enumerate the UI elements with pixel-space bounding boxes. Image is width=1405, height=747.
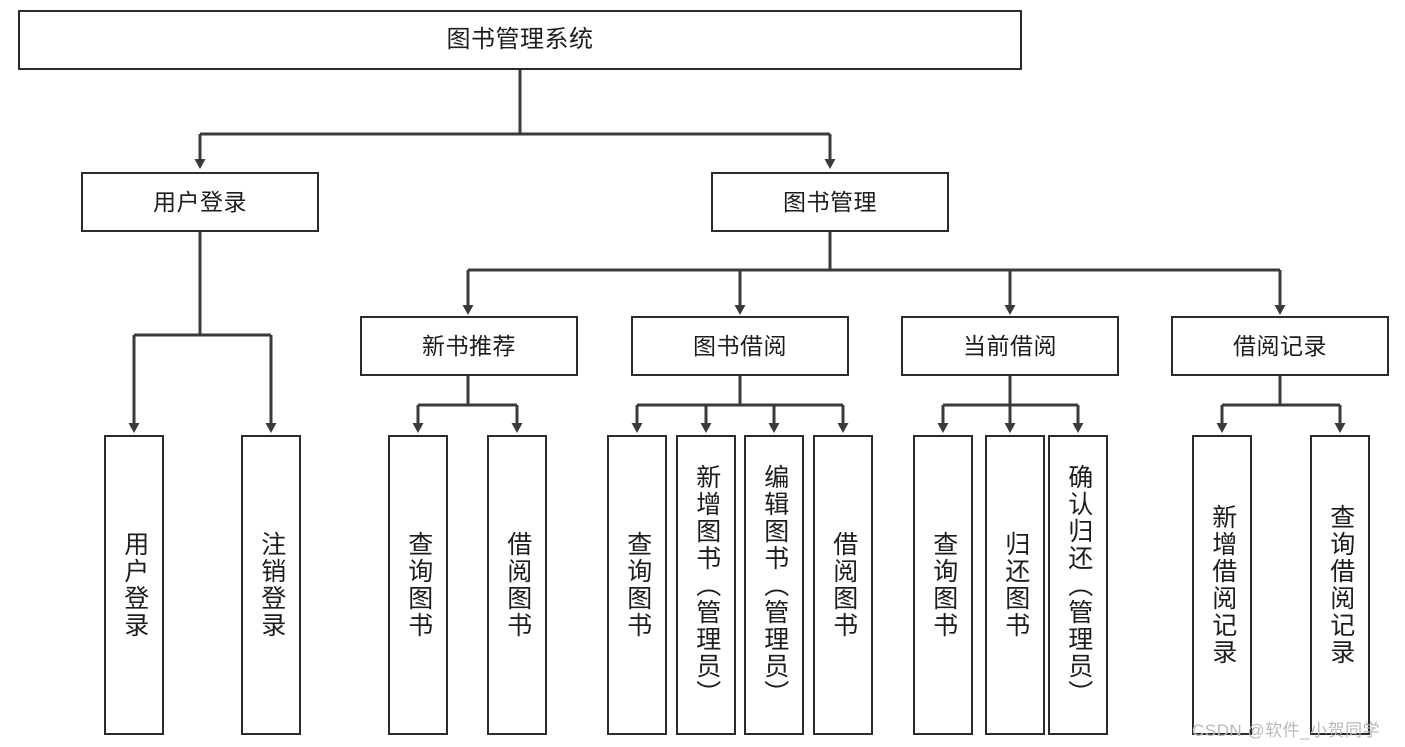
node-root-label: 图书管理系统 (446, 26, 594, 54)
leaf-confirm-return[interactable]: 确认归还（管理员） (1048, 435, 1108, 735)
node-new-book-recommend[interactable]: 新书推荐 (360, 316, 578, 376)
leaf-borrow-book-recommend[interactable]: 借阅图书 (487, 435, 547, 735)
leaf-logout[interactable]: 注销登录 (241, 435, 301, 735)
node-current-borrow[interactable]: 当前借阅 (901, 316, 1119, 376)
leaf-return-book-label: 归还图书 (1001, 531, 1030, 639)
leaf-query-book-recommend[interactable]: 查询图书 (388, 435, 448, 735)
leaf-add-book-label: 新增图书（管理员） (692, 463, 721, 707)
leaf-edit-book[interactable]: 编辑图书（管理员） (744, 435, 804, 735)
node-book-borrow-label: 图书借阅 (693, 332, 787, 359)
leaf-logout-label: 注销登录 (257, 531, 286, 639)
leaf-query-book-borrow-label: 查询图书 (623, 531, 652, 639)
node-borrow-record[interactable]: 借阅记录 (1171, 316, 1389, 376)
leaf-user-login[interactable]: 用户登录 (104, 435, 164, 735)
leaf-user-login-label: 用户登录 (120, 531, 149, 639)
leaf-query-book-recommend-label: 查询图书 (404, 531, 433, 639)
node-new-book-recommend-label: 新书推荐 (422, 332, 516, 359)
leaf-query-book-borrow[interactable]: 查询图书 (607, 435, 667, 735)
node-borrow-record-label: 借阅记录 (1233, 332, 1327, 359)
leaf-borrow-book-recommend-label: 借阅图书 (503, 531, 532, 639)
leaf-query-borrow-record[interactable]: 查询借阅记录 (1310, 435, 1370, 735)
node-user-login[interactable]: 用户登录 (81, 172, 319, 232)
leaf-add-borrow-record-label: 新增借阅记录 (1208, 504, 1237, 666)
leaf-query-book-current[interactable]: 查询图书 (913, 435, 973, 735)
leaf-query-borrow-record-label: 查询借阅记录 (1326, 504, 1355, 666)
leaf-confirm-return-label: 确认归还（管理员） (1064, 463, 1093, 707)
node-book-management[interactable]: 图书管理 (711, 172, 949, 232)
leaf-edit-book-label: 编辑图书（管理员） (760, 463, 789, 707)
leaf-borrow-book[interactable]: 借阅图书 (813, 435, 873, 735)
node-user-login-label: 用户登录 (153, 188, 247, 215)
node-book-borrow[interactable]: 图书借阅 (631, 316, 849, 376)
node-current-borrow-label: 当前借阅 (963, 332, 1057, 359)
leaf-return-book[interactable]: 归还图书 (985, 435, 1045, 735)
leaf-borrow-book-label: 借阅图书 (829, 531, 858, 639)
node-root[interactable]: 图书管理系统 (18, 10, 1022, 70)
node-book-management-label: 图书管理 (783, 188, 877, 215)
leaf-add-borrow-record[interactable]: 新增借阅记录 (1192, 435, 1252, 735)
leaf-add-book[interactable]: 新增图书（管理员） (676, 435, 736, 735)
leaf-query-book-current-label: 查询图书 (929, 531, 958, 639)
csdn-watermark: CSDN @软件_小贺同学 (1192, 721, 1381, 740)
